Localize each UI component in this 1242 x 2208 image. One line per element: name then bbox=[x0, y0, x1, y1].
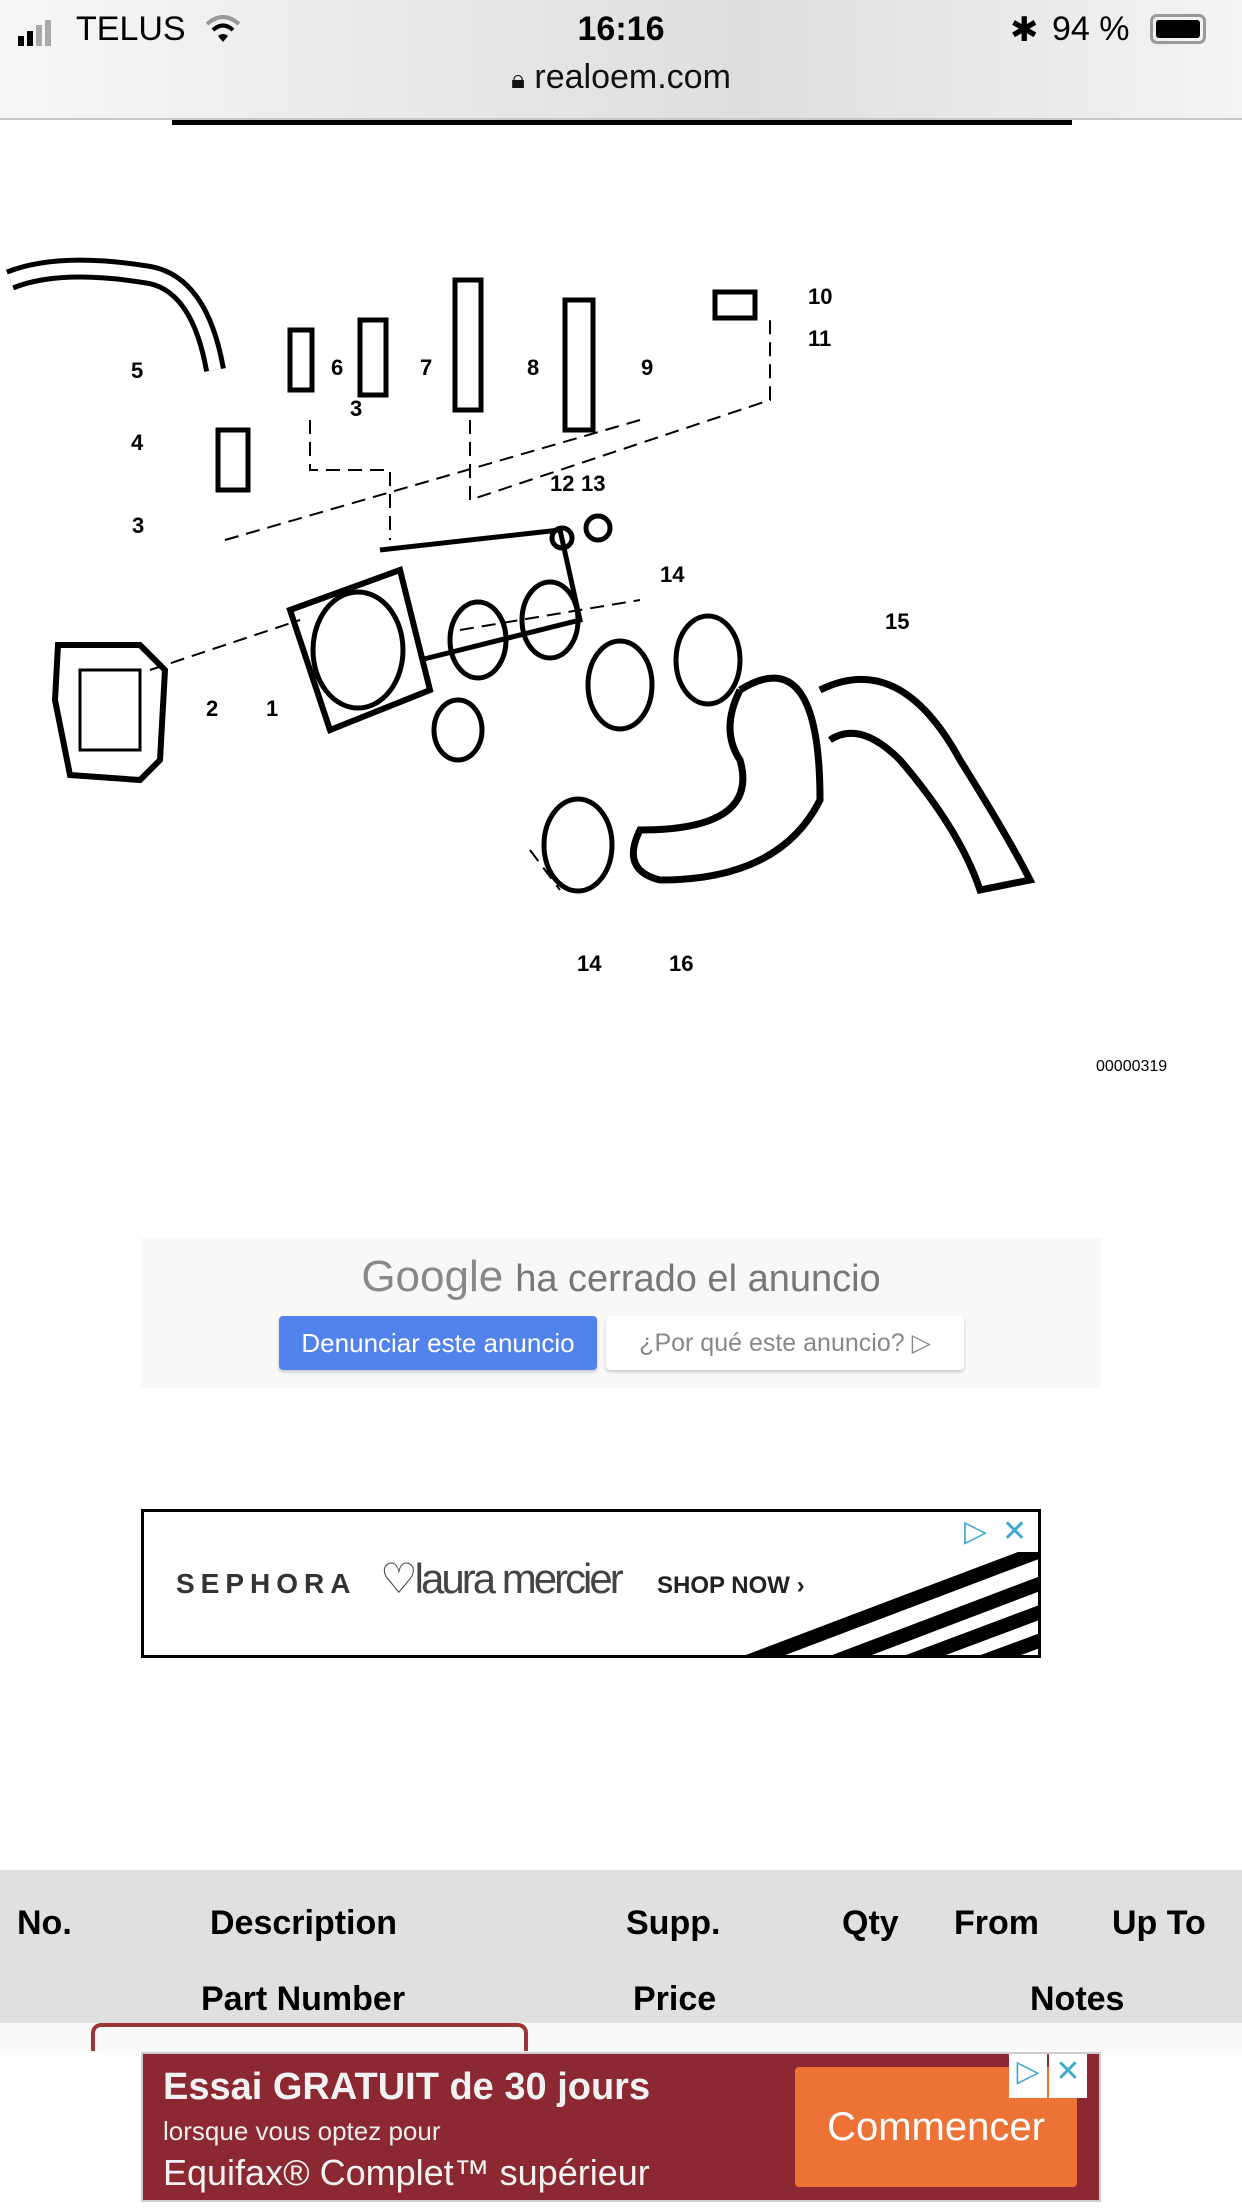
callout-12: 12 bbox=[550, 471, 574, 496]
google-closed-ad: Google ha cerrado el anuncio Denunciar es… bbox=[141, 1238, 1101, 1388]
laura-mercier-logo: ♡laura mercier bbox=[380, 1555, 624, 1602]
callout-4: 4 bbox=[131, 430, 144, 455]
callout-15: 15 bbox=[885, 609, 909, 634]
parts-table-header: No. Description Supp. Qty From Up To Par… bbox=[0, 1870, 1242, 2023]
report-ad-button[interactable]: Denunciar este anuncio bbox=[279, 1316, 597, 1370]
sephora-ad[interactable]: SEPHORA ♡laura mercier SHOP NOW › ▷ ✕ bbox=[141, 1509, 1041, 1658]
col-part-number: Part Number bbox=[201, 1980, 406, 2018]
close-ad-icon[interactable]: ✕ bbox=[1049, 2054, 1087, 2098]
callout-5: 5 bbox=[131, 358, 143, 383]
callout-1: 1 bbox=[266, 696, 278, 721]
callout-2: 2 bbox=[206, 696, 218, 721]
parts-diagram: 1 2 3 3 4 5 6 7 8 9 10 11 12 13 14 14 15… bbox=[5, 257, 1167, 1075]
col-notes: Notes bbox=[1030, 1980, 1125, 2018]
why-label: ¿Por qué este anuncio? bbox=[639, 1329, 905, 1357]
adchoices-icon[interactable]: ▷ bbox=[1009, 2054, 1047, 2098]
callout-6: 6 bbox=[331, 355, 343, 380]
shop-now-link[interactable]: SHOP NOW › bbox=[657, 1572, 805, 1599]
sephora-logo: SEPHORA bbox=[176, 1568, 357, 1599]
stripes-graphic bbox=[745, 1552, 1038, 1655]
table-body bbox=[0, 2023, 1242, 2053]
adchoices-icon[interactable]: ▷ bbox=[964, 1515, 988, 1548]
col-description: Description bbox=[210, 1904, 398, 1942]
col-qty: Qty bbox=[842, 1904, 899, 1942]
url-bar[interactable]: 🔒︎ realoem.com bbox=[0, 58, 1242, 97]
ad-product: Equifax® Complet™ supérieur bbox=[163, 2152, 650, 2193]
callout-9: 9 bbox=[641, 355, 653, 380]
bluetooth-icon: ✱ bbox=[1010, 11, 1039, 49]
callout-labels: 1 2 3 3 4 5 6 7 8 9 10 11 12 13 14 14 15… bbox=[131, 284, 909, 976]
callout-8: 8 bbox=[527, 355, 539, 380]
battery-percent: 94 % bbox=[1052, 10, 1130, 48]
col-up-to: Up To bbox=[1112, 1904, 1206, 1942]
image-frame-edge bbox=[172, 120, 1072, 125]
diagram-code: 00000319 bbox=[1096, 1058, 1167, 1075]
col-from: From bbox=[954, 1904, 1039, 1942]
clock: 16:16 bbox=[577, 10, 665, 48]
callout-16: 16 bbox=[669, 951, 693, 976]
lock-icon: 🔒︎ bbox=[511, 64, 525, 94]
google-logo: Google bbox=[361, 1252, 504, 1301]
col-price: Price bbox=[633, 1980, 717, 2018]
callout-14b: 14 bbox=[577, 951, 602, 976]
closed-message: ha cerrado el anuncio bbox=[515, 1258, 881, 1300]
ad-subline: lorsque vous optez pour bbox=[163, 2116, 441, 2146]
callout-13: 13 bbox=[581, 471, 605, 496]
callout-11: 11 bbox=[808, 326, 831, 351]
callout-14: 14 bbox=[660, 562, 685, 587]
callout-3: 3 bbox=[350, 396, 362, 421]
ad-headline: Essai GRATUIT de 30 jours bbox=[163, 2066, 651, 2108]
callout-7: 7 bbox=[420, 355, 432, 380]
tab-outline bbox=[91, 2023, 528, 2051]
wifi-icon bbox=[205, 14, 241, 53]
close-ad-icon[interactable]: ✕ bbox=[1002, 1515, 1028, 1548]
callout-3b: 3 bbox=[132, 513, 144, 538]
col-supp: Supp. bbox=[626, 1904, 721, 1942]
signal-icon bbox=[18, 16, 54, 55]
browser-header: TELUS 16:16 ✱ 94 % 🔒︎ realoem.com bbox=[0, 0, 1242, 120]
url-text: realoem.com bbox=[534, 58, 731, 96]
why-this-ad-button[interactable]: ¿Por qué este anuncio? ▷ bbox=[606, 1316, 964, 1370]
adchoices-icon: ▷ bbox=[911, 1329, 931, 1357]
col-no: No. bbox=[17, 1904, 72, 1942]
battery-icon bbox=[1150, 14, 1206, 44]
callout-10: 10 bbox=[808, 284, 832, 309]
carrier: TELUS bbox=[76, 10, 186, 48]
equifax-ad[interactable]: Essai GRATUIT de 30 jours lorsque vous o… bbox=[141, 2052, 1101, 2202]
